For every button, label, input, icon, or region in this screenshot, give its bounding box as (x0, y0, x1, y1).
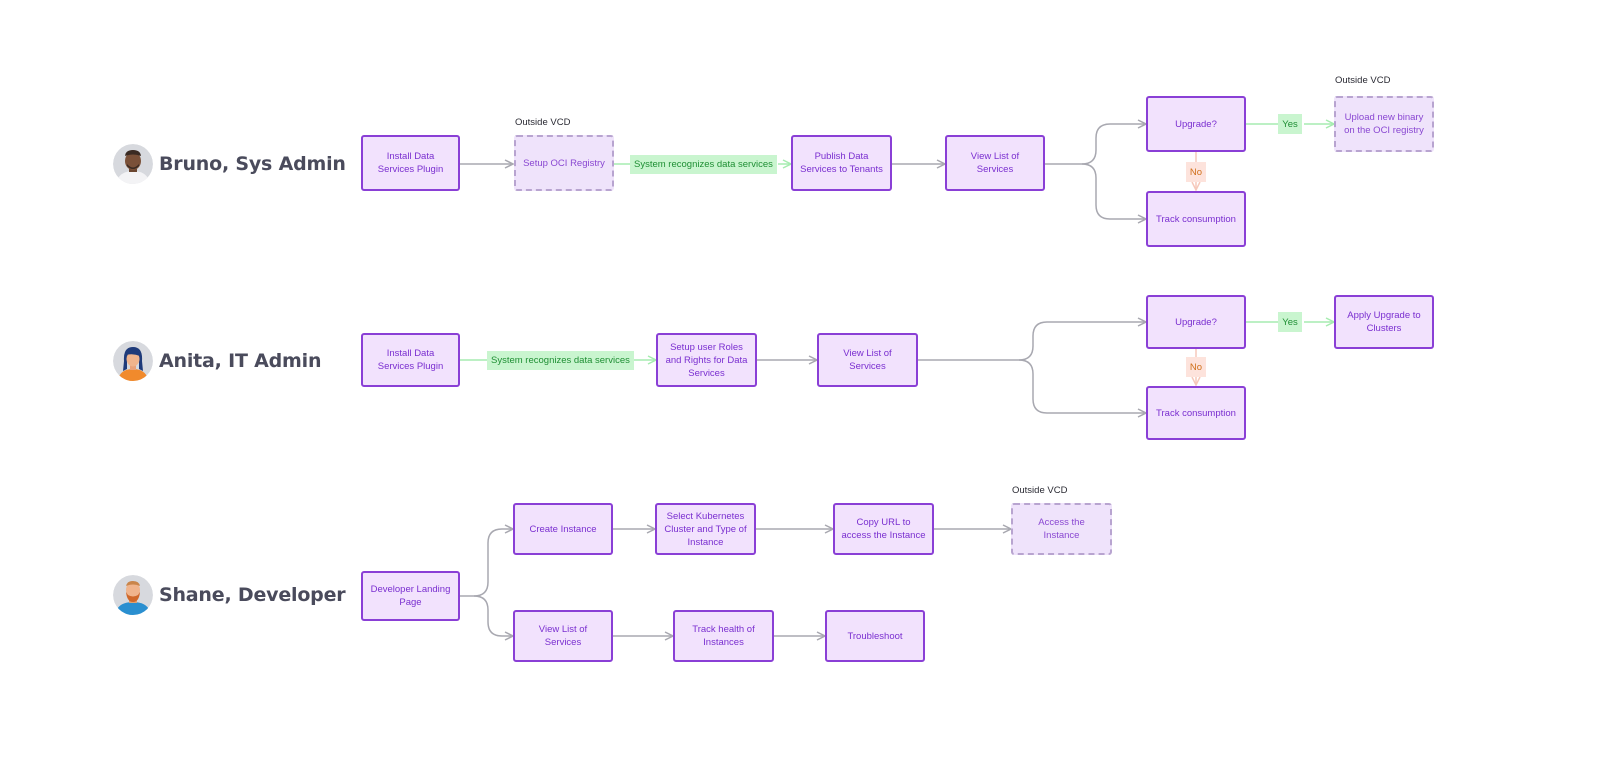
node-anita-apply-upgrade[interactable]: Apply Upgrade to Clusters (1334, 295, 1434, 349)
outside-vcd-label: Outside VCD (1335, 75, 1391, 86)
node-shane-copy-url[interactable]: Copy URL to access the Instance (833, 503, 934, 555)
node-shane-access-instance[interactable]: Access the Instance (1011, 503, 1112, 555)
edge-bruno-list-upgrade (1045, 124, 1146, 165)
node-shane-track-health[interactable]: Track health of Instances (673, 610, 774, 662)
node-bruno-install-plugin[interactable]: Install Data Services Plugin (361, 135, 460, 191)
edge-anita-list-track (1018, 359, 1146, 413)
avatar-bruno-icon (113, 144, 153, 184)
persona-shane: Shane, Developer (113, 575, 346, 615)
node-anita-upgrade-decision[interactable]: Upgrade? (1146, 295, 1246, 349)
persona-name: Anita, IT Admin (159, 350, 322, 372)
node-shane-landing-page[interactable]: Developer Landing Page (361, 571, 460, 621)
node-bruno-publish[interactable]: Publish Data Services to Tenants (791, 135, 892, 191)
outside-vcd-label: Outside VCD (1012, 485, 1068, 496)
label-bruno-no: No (1186, 162, 1206, 182)
label-anita-no: No (1186, 357, 1206, 377)
persona-anita: Anita, IT Admin (113, 341, 321, 381)
node-bruno-track-consumption[interactable]: Track consumption (1146, 191, 1246, 247)
node-shane-create-instance[interactable]: Create Instance (513, 503, 613, 555)
node-bruno-upload-binary[interactable]: Upload new binary on the OCI registry (1334, 96, 1434, 152)
avatar-anita-icon (113, 341, 153, 381)
node-shane-troubleshoot[interactable]: Troubleshoot (825, 610, 925, 662)
label-anita-system-recognizes: System recognizes data services (487, 351, 634, 370)
avatar-shane-icon (113, 575, 153, 615)
node-bruno-upgrade-decision[interactable]: Upgrade? (1146, 96, 1246, 152)
node-bruno-view-list[interactable]: View List of Services (945, 135, 1045, 191)
persona-name: Bruno, Sys Admin (159, 153, 346, 175)
edge-shane-landing-list (473, 595, 513, 636)
node-shane-view-list[interactable]: View List of Services (513, 610, 613, 662)
label-bruno-yes: Yes (1278, 114, 1302, 134)
label-anita-yes: Yes (1278, 312, 1302, 332)
node-anita-setup-roles[interactable]: Setup user Roles and Rights for Data Ser… (656, 333, 757, 387)
edge-bruno-list-track (1081, 163, 1146, 219)
persona-name: Shane, Developer (159, 584, 346, 606)
node-anita-view-list[interactable]: View List of Services (817, 333, 918, 387)
node-bruno-setup-oci[interactable]: Setup OCI Registry (514, 135, 614, 191)
outside-vcd-label: Outside VCD (515, 117, 571, 128)
node-anita-track-consumption[interactable]: Track consumption (1146, 386, 1246, 440)
label-bruno-system-recognizes: System recognizes data services (630, 155, 777, 174)
node-anita-install-plugin[interactable]: Install Data Services Plugin (361, 333, 460, 387)
edge-shane-landing-create (460, 529, 513, 597)
edge-anita-list-upgrade (918, 322, 1146, 361)
node-shane-select-cluster[interactable]: Select Kubernetes Cluster and Type of In… (655, 503, 756, 555)
persona-bruno: Bruno, Sys Admin (113, 144, 346, 184)
